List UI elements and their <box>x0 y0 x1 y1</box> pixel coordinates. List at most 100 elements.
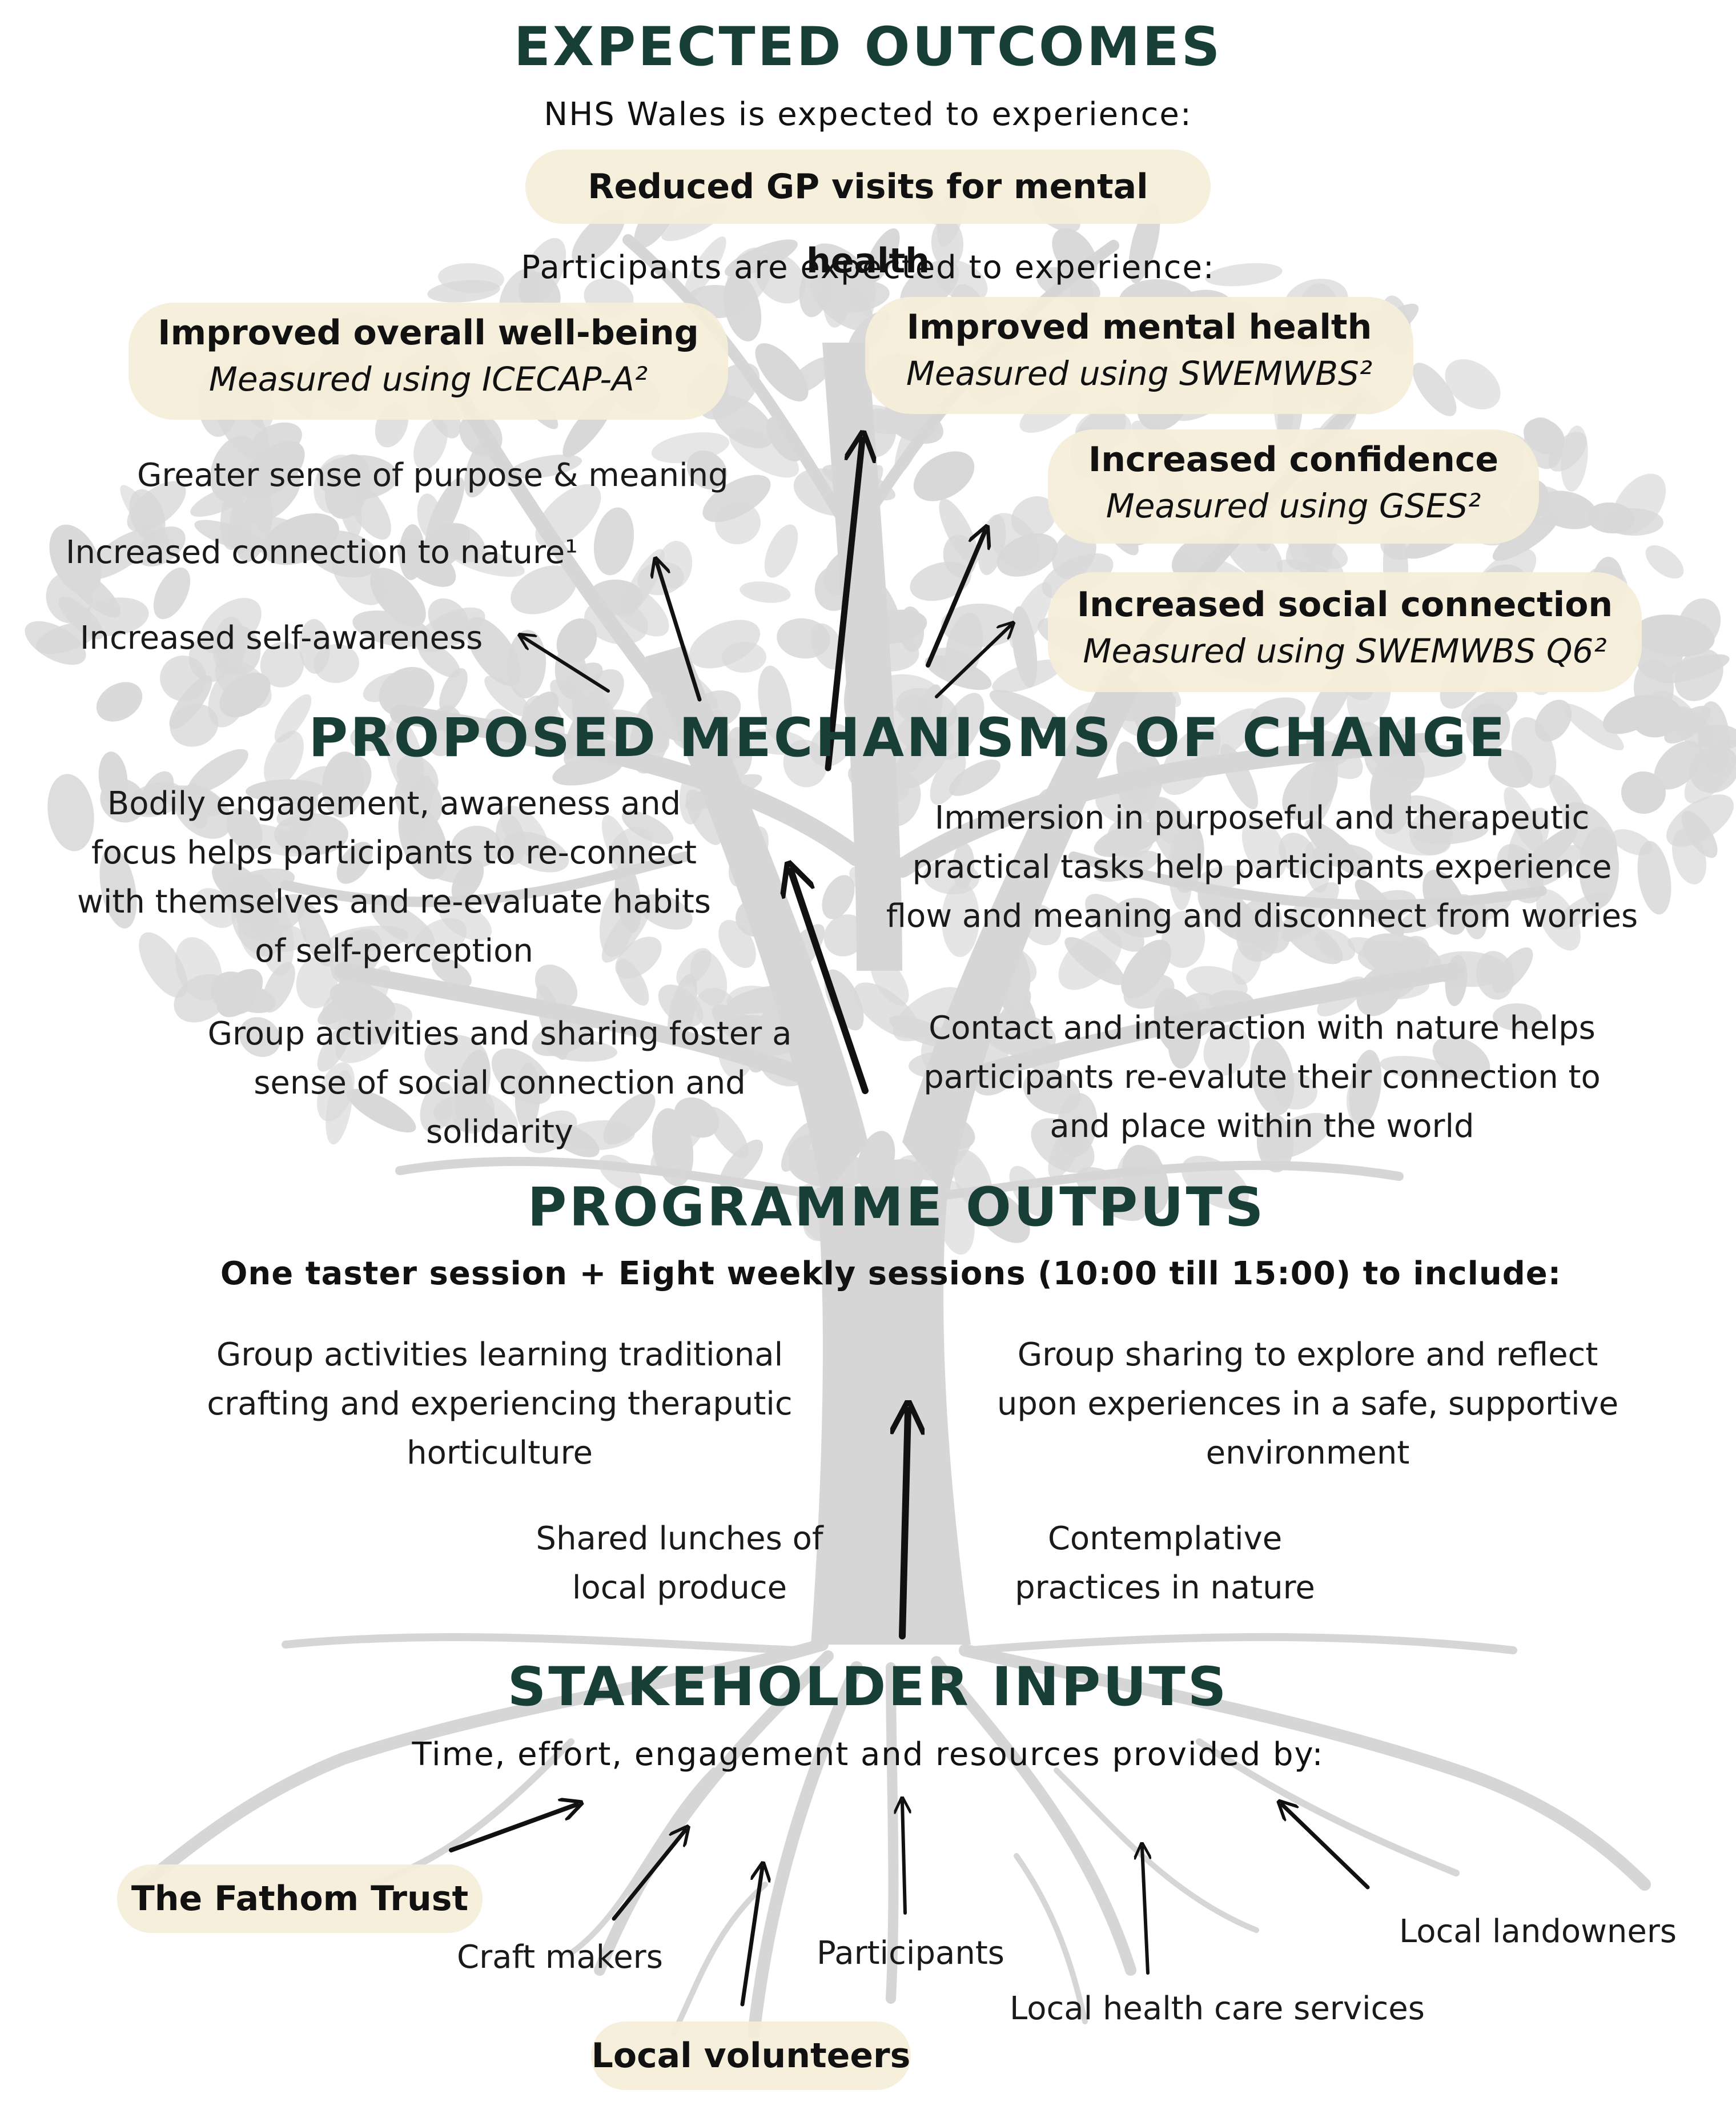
leaf <box>1508 807 1550 873</box>
leaf <box>439 901 492 941</box>
leaf <box>1009 1165 1048 1217</box>
leaf <box>571 682 619 755</box>
leaf <box>1123 974 1175 1009</box>
mechanism-contact: Contact and interaction with nature help… <box>923 1010 1601 1145</box>
nhs-outcome-pill: Reduced GP visits for mental health <box>525 150 1211 281</box>
nhs-outcome: Reduced GP visits for mental health <box>588 167 1148 281</box>
leaf <box>1637 841 1671 915</box>
leaf <box>239 1017 281 1057</box>
leaf <box>515 1063 541 1130</box>
leaf <box>1562 704 1624 750</box>
inputs-heading: STAKEHOLDER INPUTS <box>507 1656 1229 1718</box>
leaf <box>764 524 798 578</box>
leaf <box>170 704 219 747</box>
leaf <box>787 356 834 395</box>
leaf <box>438 263 504 294</box>
leaf <box>781 1122 816 1172</box>
leaf <box>1205 263 1283 287</box>
leaf <box>989 690 1062 730</box>
leaf <box>683 236 726 300</box>
inputs-intro: Time, effort, engagement and resources p… <box>412 1736 1324 1773</box>
social-connection-pill: Increased social connection Measured usi… <box>1048 572 1642 692</box>
stakeholder-craft-makers: Craft makers <box>457 1939 663 1976</box>
leaf <box>1621 771 1666 814</box>
leaf <box>1518 826 1578 881</box>
leaf <box>799 259 832 317</box>
leaf <box>464 1091 519 1135</box>
leaf <box>616 959 649 1006</box>
leaf <box>702 475 771 523</box>
leaf <box>190 484 253 517</box>
leaf <box>744 729 807 755</box>
leaf <box>1085 894 1144 952</box>
leaf <box>690 950 728 1006</box>
leaf <box>1196 708 1260 765</box>
leaf <box>260 924 306 952</box>
leaf <box>1445 359 1501 409</box>
stakeholder-volunteers: Local volunteers <box>591 2036 911 2076</box>
leaf <box>260 642 304 688</box>
leaf <box>153 567 191 620</box>
leaf <box>317 1026 350 1072</box>
mechanism-group: Group activities and sharing foster a se… <box>207 1015 792 1151</box>
leaf <box>1076 1167 1147 1221</box>
leaf <box>241 441 305 499</box>
leaf <box>603 1092 656 1145</box>
wellbeing-measure: Measured using ICECAP-A² <box>208 360 648 399</box>
output-sharing: Group sharing to explore and reflect upo… <box>996 1336 1619 1472</box>
leaf <box>363 673 406 702</box>
leaf <box>451 860 484 901</box>
participants-intro: Participants are expected to experience: <box>521 249 1215 286</box>
leaf <box>1536 889 1581 951</box>
leaf <box>96 682 143 722</box>
leaf <box>975 1189 1030 1243</box>
output-contemplative: Contemplative practices in nature <box>1015 1520 1315 1606</box>
leaf <box>1602 694 1662 734</box>
leaf <box>1651 690 1699 733</box>
social-connection-measure: Measured using SWEMWBS Q6² <box>1083 632 1607 670</box>
leaf <box>1250 1037 1295 1116</box>
leaf <box>432 957 472 988</box>
leaf <box>238 913 266 960</box>
leaf <box>215 658 272 709</box>
leaf <box>1241 817 1287 879</box>
leaf <box>740 581 791 603</box>
leaf <box>1476 951 1514 1000</box>
leaf <box>1147 797 1188 845</box>
expected-outcomes-heading: EXPECTED OUTCOMES <box>513 16 1223 78</box>
leaf <box>1549 774 1590 828</box>
mental-health-measure: Measured using SWEMWBS² <box>906 354 1373 393</box>
outcome-self-awareness: Increased self-awareness <box>80 620 483 657</box>
nhs-intro: NHS Wales is expected to experience: <box>544 96 1192 133</box>
wellbeing-title: Improved overall well-being <box>158 313 699 353</box>
leaf <box>127 481 186 532</box>
leaf <box>689 620 761 669</box>
leaf <box>1666 794 1734 847</box>
leaf <box>658 984 704 1027</box>
leaf <box>317 1062 355 1122</box>
leaf <box>1526 845 1582 888</box>
leaf <box>413 419 448 470</box>
leaf <box>1095 786 1151 826</box>
leaf <box>451 825 501 869</box>
leaf <box>211 971 256 1015</box>
stakeholder-participants: Participants <box>817 1935 1004 1972</box>
leaf <box>437 523 485 562</box>
leaf <box>352 610 431 647</box>
wellbeing-pill: Improved overall well-being Measured usi… <box>128 303 728 420</box>
leaf <box>511 565 577 614</box>
leaf <box>496 814 525 865</box>
leaf <box>49 524 102 595</box>
leaf <box>252 894 307 938</box>
outputs-intro: One taster session + Eight weekly sessio… <box>220 1255 1562 1292</box>
leaf <box>264 730 304 787</box>
mechanism-bodily: Bodily engagement, awareness and focus h… <box>77 785 711 970</box>
leaf <box>47 774 94 851</box>
leaf <box>726 247 771 306</box>
leaf <box>1678 598 1721 649</box>
leaf <box>1492 515 1558 561</box>
leaf <box>719 1139 763 1188</box>
leaf <box>729 428 799 478</box>
leaf <box>1282 761 1338 821</box>
leaf <box>1412 363 1457 416</box>
